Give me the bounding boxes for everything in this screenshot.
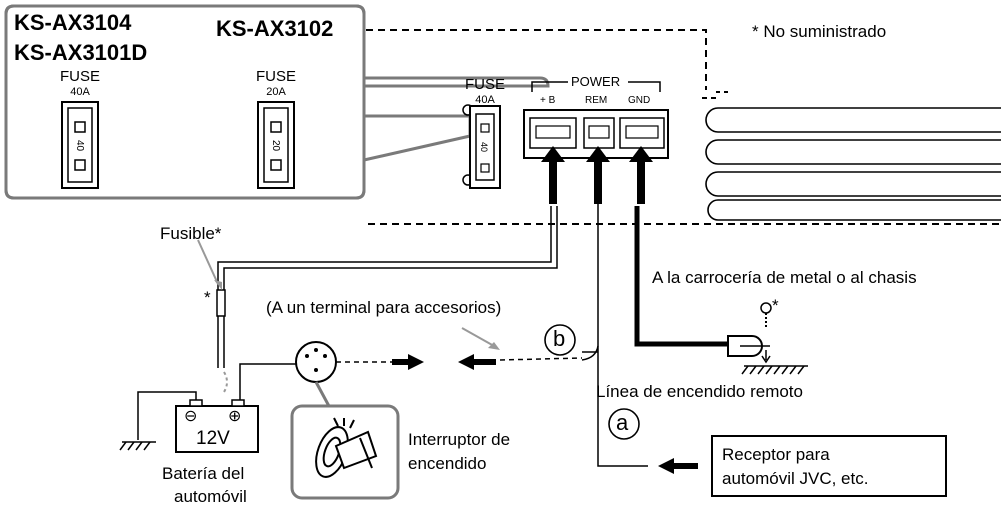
battery-plus: ⊕ xyxy=(228,408,242,425)
not-supplied-note: * No suministrado xyxy=(752,22,887,41)
battery-wire xyxy=(216,206,558,368)
inset-fuse-40a xyxy=(61,101,99,189)
receiver-label-line2: automóvil JVC, etc. xyxy=(722,469,869,488)
power-title: POWER xyxy=(571,74,621,89)
battery-minus: ⊖ xyxy=(184,408,198,425)
ignition-key-icon xyxy=(315,417,378,478)
battery-label-line2: automóvil xyxy=(174,487,247,506)
fusible-star: * xyxy=(204,288,211,307)
amplifier-outline xyxy=(366,29,707,90)
battery-symbol xyxy=(175,399,259,453)
terminal-gnd: GND xyxy=(628,95,651,106)
terminal-rem: REM xyxy=(585,95,608,106)
terminal-plus-b: + B xyxy=(540,95,556,106)
inset-fuse-40a-amps: 40A xyxy=(70,86,90,98)
unit-fuse-label: FUSE xyxy=(464,76,505,93)
ignition-switch-symbol xyxy=(295,341,337,383)
chassis-label: A la carrocería de metal o al chasis xyxy=(652,268,917,287)
model-ks-ax3101d: KS-AX3101D xyxy=(14,40,148,65)
inset-fuse-20a-value: 20 xyxy=(270,139,282,152)
inset-fuse-40a-value: 40 xyxy=(74,139,86,152)
battery-ground-symbol xyxy=(119,441,156,451)
power-bracket xyxy=(531,81,661,92)
battery-voltage: 12V xyxy=(196,428,230,449)
marker-a: a xyxy=(616,410,629,435)
model-ks-ax3102: KS-AX3102 xyxy=(216,16,334,41)
unit-fuse-value: 40 xyxy=(479,141,490,153)
unit-fuse-holder xyxy=(462,104,501,189)
callout-pointer xyxy=(363,114,472,162)
remote-line-label: Línea de encendido remoto xyxy=(596,382,803,401)
marker-b: b xyxy=(553,326,566,351)
model-ks-ax3104: KS-AX3104 xyxy=(14,10,132,35)
accessory-label: (A un terminal para accesorios) xyxy=(266,298,502,317)
inset-fuse-40a-label: FUSE xyxy=(59,68,100,85)
inset-fuse-20a-label: FUSE xyxy=(255,68,296,85)
marker-b-circle xyxy=(544,324,576,356)
receiver-label-line1: Receptor para xyxy=(722,445,830,464)
battery-label-line1: Batería del xyxy=(162,464,245,483)
ignition-label-line2: encendido xyxy=(408,454,487,473)
inset-fuse-20a xyxy=(257,101,295,189)
screw-star: * xyxy=(772,296,779,315)
ignition-label-line1: Interruptor de xyxy=(408,430,511,449)
ground-wire xyxy=(634,206,730,347)
marker-a-circle xyxy=(608,408,640,440)
remote-wire xyxy=(582,204,599,353)
receiver-box xyxy=(711,435,947,497)
fusible-label: Fusible* xyxy=(160,224,222,243)
unit-fuse-amps: 40A xyxy=(475,94,495,106)
insertion-arrows xyxy=(541,146,653,204)
chassis-ground-symbol xyxy=(741,365,808,375)
heat-sink-fins xyxy=(705,107,1001,221)
inset-fuse-20a-amps: 20A xyxy=(266,86,286,98)
